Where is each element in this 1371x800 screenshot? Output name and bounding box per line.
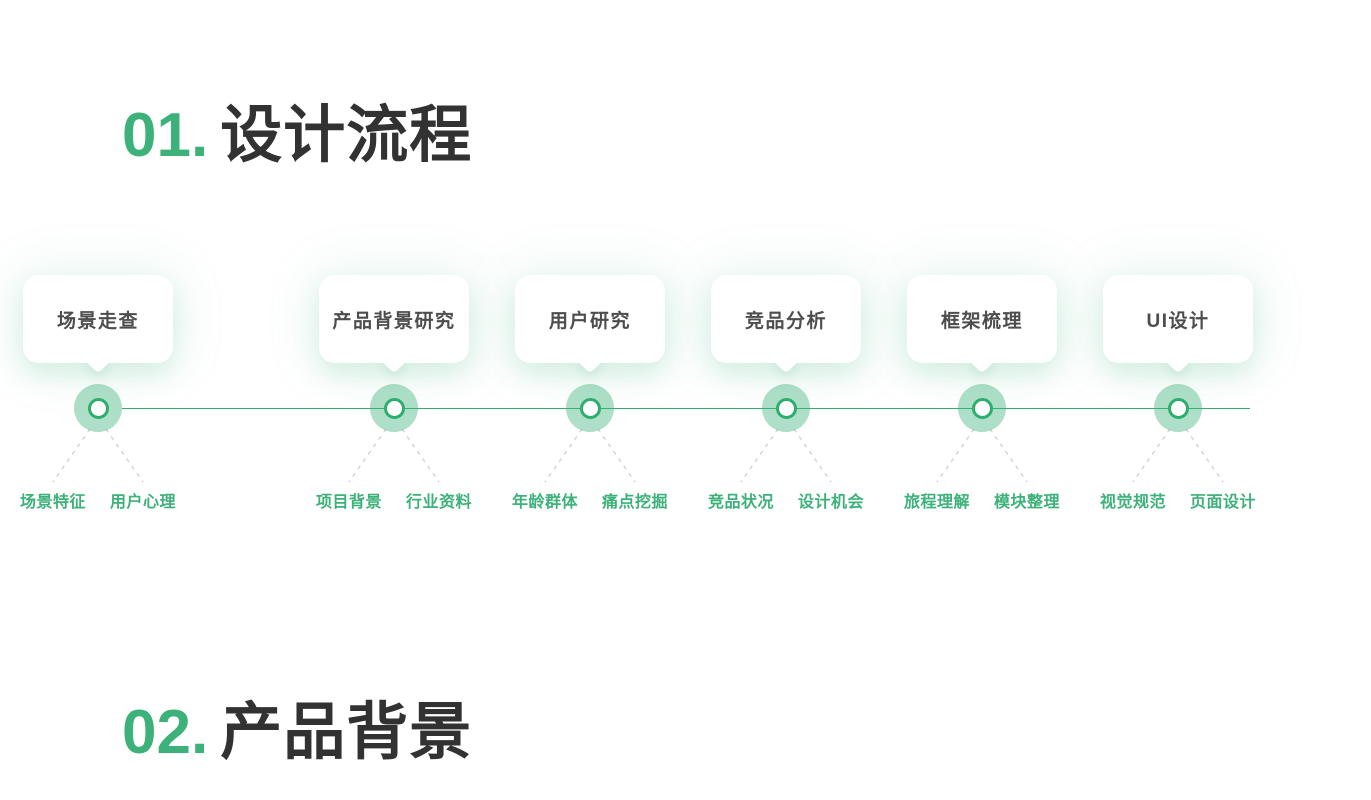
connector-lines bbox=[740, 428, 832, 483]
section-title: 设计流程 bbox=[220, 101, 473, 170]
timeline-node bbox=[566, 384, 614, 432]
sub-label: 场景特征 bbox=[19, 494, 86, 511]
section-heading-01: 01.设计流程 bbox=[122, 103, 472, 168]
bubble-body: UI设计 bbox=[1103, 275, 1253, 363]
timeline-node-dot bbox=[383, 397, 405, 419]
connector-lines bbox=[52, 428, 144, 483]
connector-lines bbox=[1132, 428, 1224, 483]
stage-sublabels: 项目背景 行业资料 bbox=[296, 488, 492, 512]
timeline-node-dot bbox=[775, 397, 797, 419]
timeline-node-dot bbox=[579, 397, 601, 419]
sub-label: 设计机会 bbox=[798, 494, 865, 511]
design-process-timeline: 产品背景研究 项目背景 行业资料 用户研究 bbox=[0, 275, 1276, 535]
timeline-node-dot bbox=[971, 397, 993, 419]
stage-bubble: UI设计 bbox=[1103, 275, 1253, 374]
sub-label: 模块整理 bbox=[994, 494, 1061, 511]
stage-sublabels: 旅程理解 模块整理 bbox=[884, 488, 1080, 512]
section-heading-02: 02.产品背景 bbox=[122, 700, 472, 765]
stage-bubble: 框架梳理 bbox=[907, 275, 1057, 374]
stage-label: 产品背景研究 bbox=[332, 310, 456, 332]
section-number: 01. bbox=[122, 101, 209, 170]
stage-label: 框架梳理 bbox=[940, 310, 1023, 332]
stage-label: 场景走查 bbox=[56, 310, 139, 332]
stage-label: UI设计 bbox=[1146, 310, 1210, 332]
bubble-body: 产品背景研究 bbox=[319, 275, 469, 363]
sub-label: 用户心理 bbox=[110, 494, 177, 511]
bubble-body: 用户研究 bbox=[515, 275, 665, 363]
timeline-stage: 用户研究 年龄群体 痛点挖掘 bbox=[492, 275, 688, 535]
sub-label: 痛点挖掘 bbox=[602, 494, 669, 511]
timeline-node bbox=[762, 384, 810, 432]
timeline-stage: 场景走查 场景特征 用户心理 bbox=[0, 275, 196, 535]
stage-sublabels: 视觉规范 页面设计 bbox=[1080, 488, 1276, 512]
stage-sublabels: 年龄群体 痛点挖掘 bbox=[492, 488, 688, 512]
connector-lines bbox=[544, 428, 636, 483]
timeline-stage: UI设计 视觉规范 页面设计 bbox=[1080, 275, 1276, 535]
section-number: 02. bbox=[122, 698, 209, 767]
stage-bubble: 用户研究 bbox=[515, 275, 665, 374]
timeline-node bbox=[74, 384, 122, 432]
sub-label: 页面设计 bbox=[1190, 494, 1257, 511]
bubble-body: 框架梳理 bbox=[907, 275, 1057, 363]
bubble-body: 场景走查 bbox=[23, 275, 173, 363]
sub-label: 视觉规范 bbox=[1099, 494, 1166, 511]
timeline-stage: 产品背景研究 项目背景 行业资料 bbox=[296, 275, 492, 535]
stage-label: 竞品分析 bbox=[744, 310, 827, 332]
timeline-stage: 框架梳理 旅程理解 模块整理 bbox=[884, 275, 1080, 535]
timeline-node bbox=[958, 384, 1006, 432]
connector-lines bbox=[936, 428, 1028, 483]
stage-bubble: 竞品分析 bbox=[711, 275, 861, 374]
timeline-node bbox=[370, 384, 418, 432]
sub-label: 旅程理解 bbox=[903, 494, 970, 511]
bubble-body: 竞品分析 bbox=[711, 275, 861, 363]
timeline-line bbox=[122, 408, 1250, 409]
stage-sublabels: 场景特征 用户心理 bbox=[0, 488, 196, 512]
timeline-node-dot bbox=[1167, 397, 1189, 419]
sub-label: 项目背景 bbox=[315, 494, 382, 511]
sub-label: 年龄群体 bbox=[511, 494, 578, 511]
section-title: 产品背景 bbox=[220, 698, 473, 767]
sub-label: 竞品状况 bbox=[707, 494, 774, 511]
timeline-node-dot bbox=[87, 397, 109, 419]
stage-sublabels: 竞品状况 设计机会 bbox=[688, 488, 884, 512]
stage-bubble: 场景走查 bbox=[23, 275, 173, 374]
sub-label: 行业资料 bbox=[406, 494, 473, 511]
stage-bubble: 产品背景研究 bbox=[319, 275, 469, 374]
stage-label: 用户研究 bbox=[548, 310, 631, 332]
connector-lines bbox=[348, 428, 440, 483]
timeline-stage: 竞品分析 竞品状况 设计机会 bbox=[688, 275, 884, 535]
timeline-node bbox=[1154, 384, 1202, 432]
